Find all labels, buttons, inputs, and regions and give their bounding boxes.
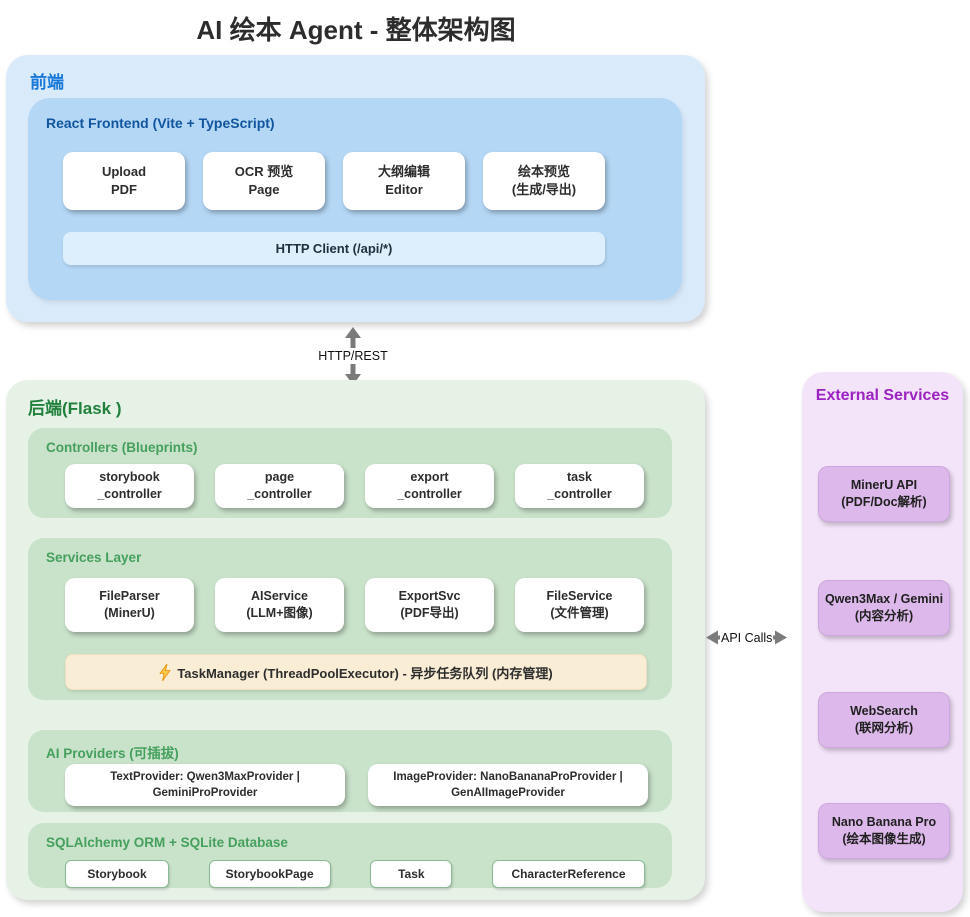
frontend-backend-connector: HTTP/REST <box>310 327 396 385</box>
database-cards-row: Storybook StorybookPage Task CharacterRe… <box>65 860 645 888</box>
outline-editor-card: 大纲编辑 Editor <box>343 152 465 210</box>
upload-pdf-card: Upload PDF <box>63 152 185 210</box>
card-line: (绘本图像生成) <box>842 832 926 846</box>
backend-panel: 后端(Flask ) Controllers (Blueprints) stor… <box>6 380 705 900</box>
card-line: (MinerU) <box>104 606 155 620</box>
file-parser-card: FileParser (MinerU) <box>65 578 194 632</box>
card-line: (PDF导出) <box>400 606 459 620</box>
controllers-panel: Controllers (Blueprints) storybook _cont… <box>28 428 672 518</box>
react-frontend-container: React Frontend (Vite + TypeScript) Uploa… <box>28 98 682 300</box>
arrow-down-icon <box>345 364 361 385</box>
image-provider-card: ImageProvider: NanoBananaProProvider | G… <box>368 764 648 806</box>
frontend-panel: 前端 React Frontend (Vite + TypeScript) Up… <box>6 55 705 322</box>
card-line: PDF <box>111 182 137 197</box>
database-label: SQLAlchemy ORM + SQLite Database <box>46 835 288 850</box>
card-line: _controller <box>397 487 462 501</box>
card-line: export <box>410 470 449 485</box>
external-services-label: External Services <box>815 387 950 404</box>
ocr-preview-card: OCR 预览 Page <box>203 152 325 210</box>
card-line: GeminiProProvider <box>152 787 258 799</box>
page-controller-card: page _controller <box>215 464 344 508</box>
qwen-gemini-card: Qwen3Max / Gemini (内容分析) <box>818 580 950 636</box>
card-line: Editor <box>385 182 423 197</box>
export-controller-card: export _controller <box>365 464 494 508</box>
controllers-cards-row: storybook _controller page _controller e… <box>65 464 644 508</box>
card-line: ExportSvc <box>398 588 461 603</box>
storybook-model-card: Storybook <box>65 860 169 888</box>
character-reference-model-card: CharacterReference <box>491 860 645 888</box>
card-line: ImageProvider: NanoBananaProProvider | <box>393 770 623 783</box>
storybook-controller-card: storybook _controller <box>65 464 194 508</box>
card-line: _controller <box>547 487 612 501</box>
storybook-preview-card: 绘本预览 (生成/导出) <box>483 152 605 210</box>
ai-providers-panel: AI Providers (可插拔) TextProvider: Qwen3Ma… <box>28 730 672 812</box>
card-line: (文件管理) <box>550 606 609 620</box>
task-manager-label: TaskManager (ThreadPoolExecutor) - 异步任务队… <box>177 665 553 681</box>
task-model-card: Task <box>370 860 453 888</box>
controllers-label: Controllers (Blueprints) <box>46 440 198 455</box>
services-label: Services Layer <box>46 550 142 565</box>
card-line: 绘本预览 <box>517 163 570 179</box>
websearch-card: WebSearch (联网分析) <box>818 692 950 748</box>
http-rest-label: HTTP/REST <box>318 349 388 363</box>
card-line: AIService <box>251 588 308 603</box>
external-services-panel: External Services MinerU API (PDF/Doc解析)… <box>802 372 963 912</box>
card-line: FileService <box>546 588 613 603</box>
card-line: WebSearch <box>850 703 918 718</box>
text-provider-card: TextProvider: Qwen3MaxProvider | GeminiP… <box>65 764 345 806</box>
mineru-api-card: MinerU API (PDF/Doc解析) <box>818 466 950 522</box>
card-line: task <box>566 470 593 485</box>
services-cards-row: FileParser (MinerU) AIService (LLM+图像) E… <box>65 578 644 632</box>
lightning-icon <box>159 663 172 681</box>
task-manager-bar: TaskManager (ThreadPoolExecutor) - 异步任务队… <box>65 654 647 690</box>
backend-panel-label: 后端(Flask ) <box>28 399 122 418</box>
services-panel: Services Layer FileParser (MinerU) AISer… <box>28 538 672 700</box>
file-service-card: FileService (文件管理) <box>515 578 644 632</box>
card-line: FileParser <box>99 588 160 603</box>
card-line: Upload <box>101 163 147 179</box>
database-panel: SQLAlchemy ORM + SQLite Database Storybo… <box>28 823 672 888</box>
card-line: (内容分析) <box>854 609 914 623</box>
backend-external-connector: API Calls <box>706 630 788 645</box>
card-line: OCR 预览 <box>234 163 294 179</box>
card-line: (联网分析) <box>854 721 914 735</box>
arrow-left-icon <box>706 630 720 645</box>
arrow-up-icon <box>345 327 361 348</box>
card-line: 大纲编辑 <box>377 163 430 179</box>
card-line: _controller <box>247 487 312 501</box>
arrow-right-icon <box>773 630 788 645</box>
react-frontend-label: React Frontend (Vite + TypeScript) <box>46 115 275 131</box>
frontend-panel-label: 前端 <box>30 73 64 92</box>
export-svc-card: ExportSvc (PDF导出) <box>365 578 494 632</box>
card-line: page <box>264 470 295 485</box>
nano-banana-pro-card: Nano Banana Pro (绘本图像生成) <box>818 803 950 859</box>
frontend-cards-row: Upload PDF OCR 预览 Page 大纲编辑 Editor 绘本预览 … <box>63 152 605 210</box>
card-line: (LLM+图像) <box>246 606 313 620</box>
card-line: Qwen3Max / Gemini <box>824 591 944 606</box>
http-client-bar: HTTP Client (/api/*) <box>63 232 605 265</box>
card-line: Page <box>248 182 280 197</box>
page-title: AI 绘本 Agent - 整体架构图 <box>196 15 516 45</box>
card-line: TextProvider: Qwen3MaxProvider | <box>110 770 300 783</box>
card-line: (PDF/Doc解析) <box>841 495 927 509</box>
card-line: _controller <box>97 487 162 501</box>
api-calls-label: API Calls <box>721 630 773 645</box>
card-line: MinerU API <box>850 477 918 492</box>
card-line: GenAIImageProvider <box>451 787 565 799</box>
ai-service-card: AIService (LLM+图像) <box>215 578 344 632</box>
card-line: storybook <box>99 470 160 485</box>
card-line: Nano Banana Pro <box>831 814 937 829</box>
task-controller-card: task _controller <box>515 464 644 508</box>
card-line: (生成/导出) <box>511 182 577 197</box>
storybook-page-model-card: StorybookPage <box>208 860 331 888</box>
ai-providers-label: AI Providers (可插拔) <box>46 746 179 761</box>
providers-cards-row: TextProvider: Qwen3MaxProvider | GeminiP… <box>65 764 648 806</box>
